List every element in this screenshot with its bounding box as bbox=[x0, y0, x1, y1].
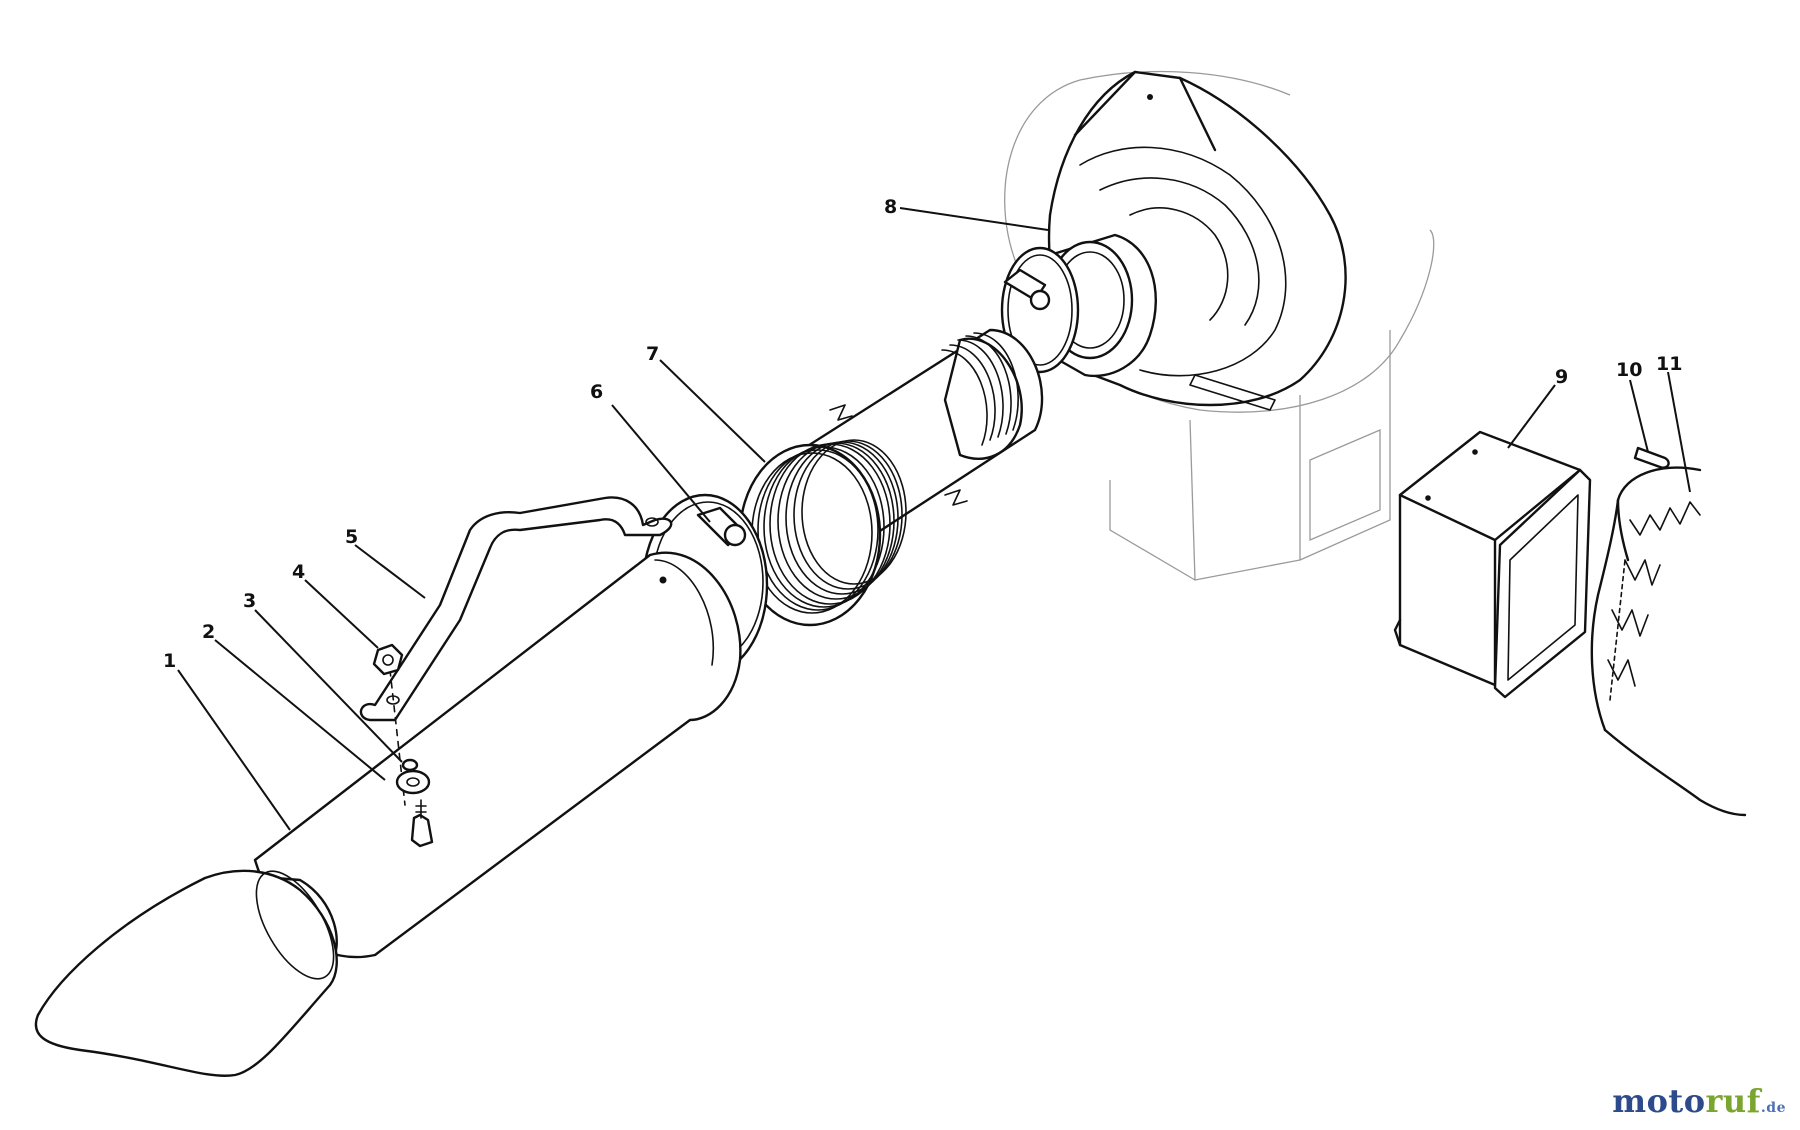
leader-9 bbox=[1507, 384, 1556, 449]
callout-leaders bbox=[177, 207, 1691, 831]
fastener-stack bbox=[372, 643, 434, 848]
washer bbox=[395, 758, 431, 795]
callout-5: 5 bbox=[345, 526, 358, 548]
watermark-part1: moto bbox=[1612, 1082, 1706, 1120]
leader-1 bbox=[177, 669, 291, 831]
leader-2 bbox=[214, 639, 386, 781]
leader-5 bbox=[354, 544, 426, 599]
callout-6: 6 bbox=[590, 381, 603, 403]
blower-adapter bbox=[1046, 70, 1347, 411]
callout-4: 4 bbox=[292, 561, 305, 583]
blower-housing-outline bbox=[1004, 70, 1435, 581]
leader-11 bbox=[1667, 371, 1691, 493]
leader-7 bbox=[659, 359, 766, 463]
bolt bbox=[410, 799, 434, 848]
callout-1: 1 bbox=[163, 650, 176, 672]
retainer-clip bbox=[1633, 446, 1670, 469]
leader-3 bbox=[254, 609, 403, 763]
callout-labels: 1 2 3 4 5 6 7 8 9 10 11 bbox=[163, 196, 1682, 672]
callout-2: 2 bbox=[202, 621, 215, 643]
leader-10 bbox=[1629, 379, 1649, 453]
callout-11: 11 bbox=[1656, 353, 1682, 375]
leader-8 bbox=[899, 207, 1049, 231]
leader-4 bbox=[304, 579, 379, 649]
callout-8: 8 bbox=[884, 196, 897, 218]
flexible-hose bbox=[738, 328, 1044, 627]
deck-opening bbox=[1590, 466, 1747, 817]
outlet-chute bbox=[34, 551, 742, 1077]
leader-6 bbox=[611, 404, 711, 523]
nut bbox=[372, 643, 404, 676]
callout-3: 3 bbox=[243, 590, 256, 612]
cover-plate bbox=[1393, 430, 1592, 699]
watermark-logo: motoruf.de bbox=[1612, 1082, 1786, 1120]
watermark-part2: ruf bbox=[1705, 1082, 1761, 1120]
callout-10: 10 bbox=[1616, 359, 1642, 381]
watermark-suffix: .de bbox=[1760, 1100, 1786, 1116]
callout-7: 7 bbox=[646, 343, 659, 365]
callout-9: 9 bbox=[1555, 366, 1568, 388]
hose-clamp-upper bbox=[1000, 246, 1080, 374]
